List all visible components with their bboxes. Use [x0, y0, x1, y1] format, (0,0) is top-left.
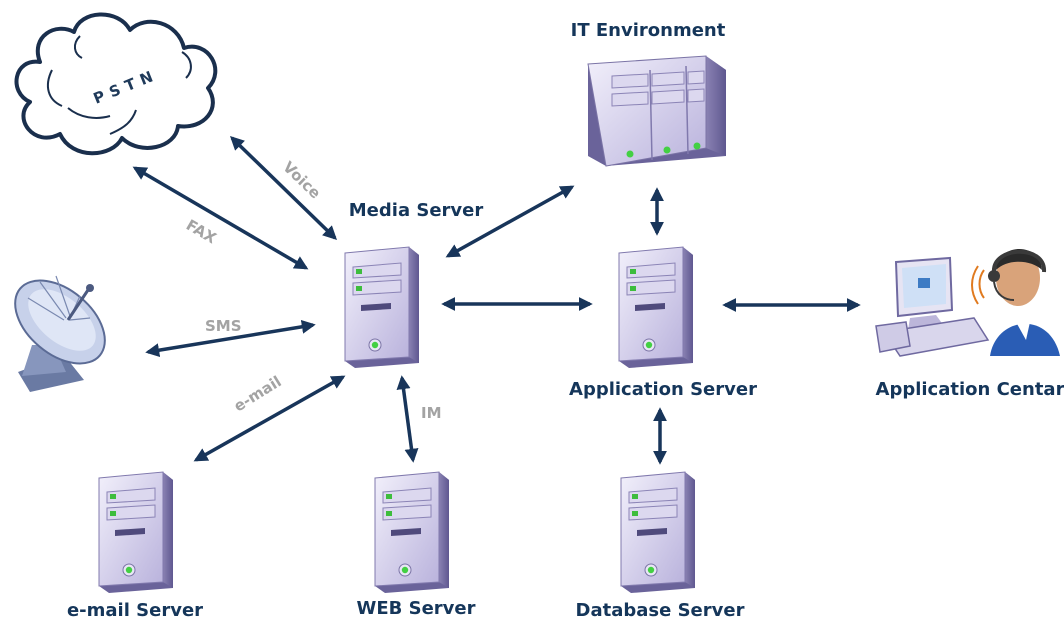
sms-arrow [145, 319, 316, 358]
application-server-label: Application Server [569, 379, 757, 400]
satellite-dish-icon [14, 275, 106, 392]
application-center-label: Application Centar [876, 379, 1064, 400]
media-server-label: Media Server [349, 200, 484, 221]
database-server-icon [620, 471, 696, 594]
web-server-icon [374, 471, 450, 594]
cloud-icon [14, 12, 218, 156]
email-label: e-mail [231, 372, 285, 415]
email-server-icon [98, 471, 174, 594]
call-center-agent-icon [875, 248, 1060, 357]
database-server-label: Database Server [576, 600, 745, 621]
it-environment-label: IT Environment [571, 20, 726, 41]
application-server-icon [618, 246, 694, 369]
fax-arrow [132, 166, 309, 270]
media-server-icon [344, 246, 420, 369]
sms-label: SMS [205, 317, 242, 335]
web-server-label: WEB Server [356, 598, 475, 619]
media-it-arrow [445, 185, 575, 258]
fax-label: FAX [183, 216, 220, 248]
im-label: IM [421, 404, 442, 422]
email-arrow [193, 375, 346, 462]
voice-label: Voice [279, 158, 324, 202]
server-rack-icon [587, 55, 726, 167]
email-server-label: e-mail Server [67, 600, 203, 621]
im-arrow [396, 375, 419, 463]
